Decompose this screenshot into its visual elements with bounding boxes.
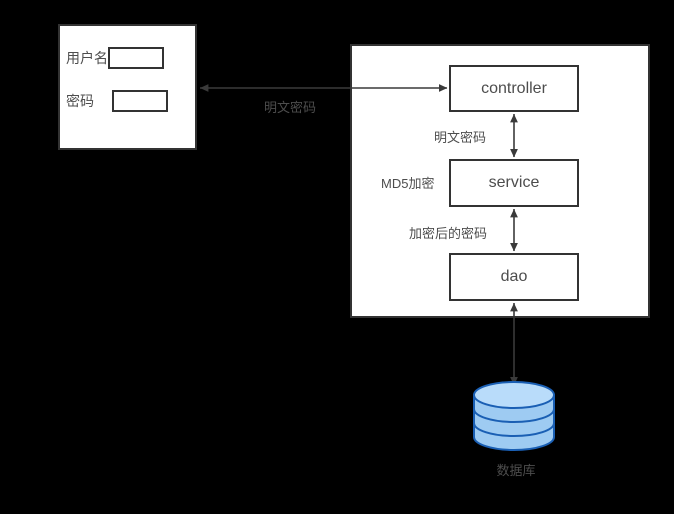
layer-label-controller: controller	[481, 79, 547, 97]
edge-label-md5: MD5加密	[381, 176, 435, 191]
layer-box-service[interactable]: service	[449, 159, 579, 207]
login-form-panel	[58, 24, 197, 150]
password-label: 密码	[66, 93, 94, 109]
edge-label-controller-service: 明文密码	[434, 130, 487, 145]
layer-label-service: service	[488, 174, 540, 191]
edge-label-service-dao: 加密后的密码	[409, 226, 488, 241]
password-input[interactable]	[112, 90, 168, 112]
database-label: 数据库	[496, 463, 536, 478]
layer-box-controller[interactable]: controller	[449, 65, 579, 112]
username-label: 用户名	[66, 50, 108, 66]
username-field-row: 用户名	[66, 47, 164, 69]
layer-label-dao: dao	[500, 268, 528, 285]
edge-label-client-controller: 明文密码	[264, 100, 317, 115]
username-input[interactable]	[108, 47, 164, 69]
password-field-row: 密码	[66, 90, 168, 112]
layer-box-dao[interactable]: dao	[449, 253, 579, 301]
database-cylinder-icon	[473, 381, 555, 451]
